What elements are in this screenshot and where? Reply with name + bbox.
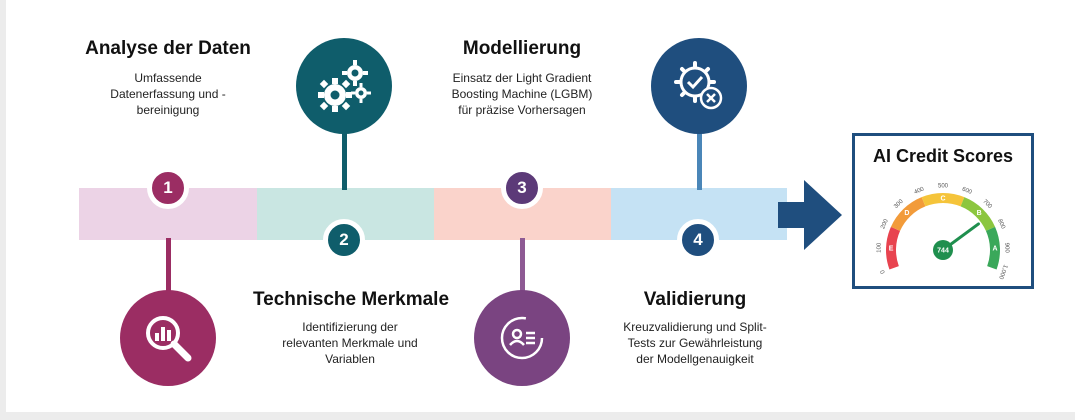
connector-3 <box>520 238 525 298</box>
gauge-scale-label: 400 <box>913 186 925 196</box>
connector-1 <box>166 238 171 298</box>
step-3-title: Modellierung <box>462 38 582 59</box>
step-2-description: Identifizierung der relevanten Merkmale … <box>282 320 418 366</box>
step-3-description: Einsatz der Light Gradient Boosting Mach… <box>451 71 593 117</box>
gauge-band-letter-e: E <box>889 246 894 253</box>
gauge-band-letter-d: D <box>904 210 909 217</box>
step-1-description: Umfassende Datenerfassung und - bereinig… <box>110 71 226 117</box>
credit-score-title: AI Credit Scores <box>872 146 1014 166</box>
step-4-title: Validierung <box>643 289 747 310</box>
step-2-icon-circle <box>296 38 392 134</box>
step-4-description: Kreuzvalidierung und Split- Tests zur Ge… <box>623 320 767 366</box>
step-4-icon-circle <box>651 38 747 134</box>
gauge-band-b <box>960 197 996 232</box>
gauge-scale-label: 500 <box>938 184 949 190</box>
gear-check-cross-icon <box>674 61 723 110</box>
gears-icon <box>318 60 371 112</box>
step-number-2: 2 <box>323 219 365 261</box>
step-1-title: Analyse der Daten <box>85 38 251 59</box>
gauge-scale-label: 300 <box>893 198 905 210</box>
frame-left <box>0 0 6 420</box>
gauge-scale-label: 600 <box>961 187 973 197</box>
gauge-hub <box>933 240 953 260</box>
gauge-band-letter-c: C <box>940 196 945 203</box>
gauge-band-d <box>890 197 926 232</box>
gauge-band-letter-b: B <box>977 210 982 217</box>
frame-bottom <box>0 412 1075 420</box>
gauge-scale-label: 800 <box>996 218 1006 230</box>
step-number-3: 3 <box>501 167 543 209</box>
arrow-right-icon <box>778 180 842 250</box>
connector-2 <box>342 130 347 190</box>
step-number-1: 1 <box>147 167 189 209</box>
id-card-icon <box>500 316 544 360</box>
magnifier-chart-icon <box>146 316 192 362</box>
gauge-scale-label: 0 <box>880 268 887 274</box>
step-1-icon-circle <box>120 290 216 386</box>
gauge-scale-label: 200 <box>880 218 890 230</box>
gauge-value-label: 744 <box>937 248 949 255</box>
gauge-band-e <box>886 226 901 270</box>
step-number-4: 4 <box>677 219 719 261</box>
gauge-band-letter-a: A <box>992 246 997 253</box>
step-3-icon-circle <box>474 290 570 386</box>
connector-4 <box>697 130 702 190</box>
gauge-scale-label: 100 <box>876 242 882 253</box>
gauge-scale-label: 900 <box>1003 243 1009 254</box>
step-2-title: Technische Merkmale <box>252 289 450 310</box>
gauge-band-c <box>921 193 965 207</box>
gauge-scale-label: 1,000 <box>997 264 1008 281</box>
gauge-scale-label: 700 <box>981 199 993 211</box>
gauge-band-a <box>985 226 1000 270</box>
